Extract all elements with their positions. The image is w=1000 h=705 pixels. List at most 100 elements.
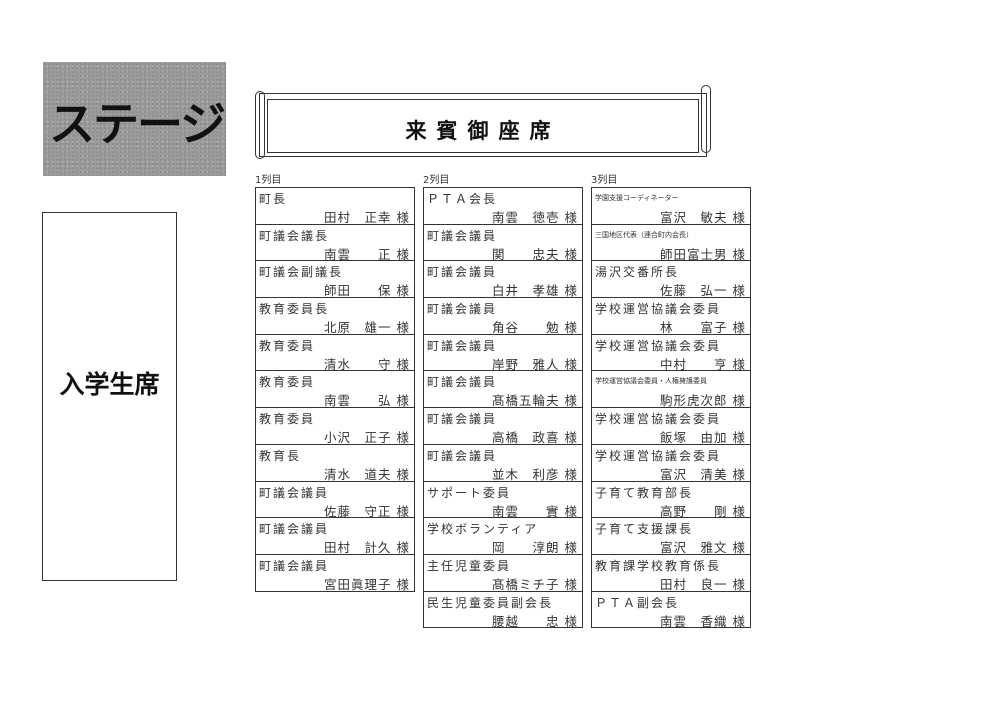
guest-seat-entry: 学校ボランティア岡 淳朗 様 bbox=[424, 518, 582, 555]
guest-name: 師田 保 様 bbox=[324, 283, 410, 299]
guest-role: 教育委員長 bbox=[259, 302, 330, 317]
guest-role: 町議会議員 bbox=[427, 448, 498, 463]
guest-seat-entry: 町議会議員宮田眞理子 様 bbox=[256, 555, 414, 592]
guest-name: 南雲 正 様 bbox=[324, 246, 410, 262]
guest-role: 町議会議員 bbox=[259, 485, 330, 500]
guest-role: 町長 bbox=[259, 192, 288, 206]
seat-list: 学園支援コーディネーター富沢 敏夫 様三国地区代表（連合町内会長）師田富士男 様… bbox=[591, 187, 751, 629]
guest-role: 町議会副議長 bbox=[259, 265, 344, 280]
guest-seat-entry: 教育長清水 道夫 様 bbox=[256, 445, 414, 482]
guest-name: 中村 亨 様 bbox=[660, 356, 746, 372]
guest-name: 岸野 雅人 様 bbox=[492, 356, 578, 372]
seat-column-1: 1列目 町長田村 正幸 様町議会議長南雲 正 様町議会副議長師田 保 様教育委員… bbox=[255, 174, 415, 592]
guest-seat-entry: 町議会議員高橋 政喜 様 bbox=[424, 408, 582, 445]
guest-seat-entry: 町議会議長南雲 正 様 bbox=[256, 225, 414, 262]
guest-seat-entry: 町議会議員岸野 雅人 様 bbox=[424, 335, 582, 372]
guest-name: 富沢 雅文 様 bbox=[660, 540, 746, 556]
seat-column-2: 2列目 ＰＴＡ会長南雲 徳壱 様町議会議員関 忠夫 様町議会議員白井 孝雄 様町… bbox=[423, 174, 583, 629]
guest-name: 高橋 政喜 様 bbox=[492, 430, 578, 446]
guest-role: 町議会議員 bbox=[259, 558, 330, 573]
guest-seat-entry: 学校運営協議会委員中村 亨 様 bbox=[592, 335, 750, 372]
guest-name: 岡 淳朗 様 bbox=[492, 540, 578, 556]
stage-label: ステージ bbox=[49, 97, 226, 151]
guest-name: 宮田眞理子 様 bbox=[324, 576, 410, 592]
guest-name: 清水 守 様 bbox=[324, 356, 410, 372]
guest-seat-entry: 町議会議員角谷 勉 様 bbox=[424, 298, 582, 335]
guest-seat-entry: 学校運営協議会委員飯塚 由加 様 bbox=[592, 408, 750, 445]
guest-name: 並木 利彦 様 bbox=[492, 466, 578, 482]
guest-seat-entry: 教育委員小沢 正子 様 bbox=[256, 408, 414, 445]
seat-column-3: 3列目 学園支援コーディネーター富沢 敏夫 様三国地区代表（連合町内会長）師田富… bbox=[591, 174, 751, 629]
guest-role: 学校運営協議会委員 bbox=[595, 338, 722, 353]
guest-name: 南雲 弘 様 bbox=[324, 393, 410, 409]
guest-role: 学校運営協議会委員 bbox=[595, 302, 722, 317]
guest-name: 佐藤 守正 様 bbox=[324, 503, 410, 519]
guest-role: 教育委員 bbox=[259, 375, 316, 390]
guest-role: 町議会議員 bbox=[427, 228, 498, 243]
guest-seat-entry: 町議会議員田村 計久 様 bbox=[256, 518, 414, 555]
guest-role: 学園支援コーディネーター bbox=[595, 194, 679, 202]
guest-seat-entry: 教育委員南雲 弘 様 bbox=[256, 371, 414, 408]
guest-seat-entry: 教育委員長北原 雄一 様 bbox=[256, 298, 414, 335]
guest-seat-entry: 町議会議員白井 孝雄 様 bbox=[424, 261, 582, 298]
guest-name: 佐藤 弘一 様 bbox=[660, 283, 746, 299]
guest-role: ＰＴＡ会長 bbox=[427, 192, 498, 206]
banner-inner-frame bbox=[267, 99, 699, 153]
guest-seat-entry: 教育委員清水 守 様 bbox=[256, 335, 414, 372]
guest-seat-entry: 町議会議員関 忠夫 様 bbox=[424, 225, 582, 262]
guest-name: 角谷 勉 様 bbox=[492, 320, 578, 336]
guest-role: 学校運営協議会委員 bbox=[595, 412, 722, 427]
guest-seat-entry: 湯沢交番所長佐藤 弘一 様 bbox=[592, 261, 750, 298]
guest-seat-entry: 学園支援コーディネーター富沢 敏夫 様 bbox=[592, 188, 750, 225]
guest-name: 富沢 清美 様 bbox=[660, 466, 746, 482]
guest-name: 林 富子 様 bbox=[660, 320, 746, 336]
banner-outer-frame bbox=[259, 93, 707, 157]
guest-name: 白井 孝雄 様 bbox=[492, 283, 578, 299]
guest-seat-entry: 学校運営協議会委員・人権擁護委員駒形虎次郎 様 bbox=[592, 371, 750, 408]
guest-name: 髙橋五輪夫 様 bbox=[492, 393, 578, 409]
guest-seat-entry: 町長田村 正幸 様 bbox=[256, 188, 414, 225]
guest-role: 教育委員 bbox=[259, 412, 316, 427]
page-title: 来賓御座席 bbox=[405, 119, 561, 143]
guest-role: 子育て支援課長 bbox=[595, 522, 694, 537]
guest-role: 町議会議員 bbox=[427, 412, 498, 427]
guest-role: 町議会議員 bbox=[259, 522, 330, 537]
guest-name: 富沢 敏夫 様 bbox=[660, 210, 746, 225]
guest-role: 町議会議長 bbox=[259, 228, 330, 243]
scroll-left-roll bbox=[255, 91, 265, 159]
column-label: 1列目 bbox=[255, 175, 282, 186]
guest-role: 主任児童委員 bbox=[427, 558, 512, 573]
guest-name: 飯塚 由加 様 bbox=[660, 430, 746, 446]
guest-role: 教育長 bbox=[259, 448, 302, 463]
guest-seat-entry: 町議会議員髙橋五輪夫 様 bbox=[424, 371, 582, 408]
guest-name: 田村 良一 様 bbox=[660, 576, 746, 592]
guest-role: 教育課学校教育係長 bbox=[595, 558, 722, 573]
student-seating-label: 入学生席 bbox=[59, 370, 160, 399]
stage-area: ステージ bbox=[43, 62, 226, 176]
guest-seat-entry: 学校運営協議会委員林 富子 様 bbox=[592, 298, 750, 335]
guest-role: 湯沢交番所長 bbox=[595, 265, 680, 280]
seat-list: 町長田村 正幸 様町議会議長南雲 正 様町議会副議長師田 保 様教育委員長北原 … bbox=[255, 187, 415, 592]
guest-name: 小沢 正子 様 bbox=[324, 430, 410, 446]
guest-role: サポート委員 bbox=[427, 485, 512, 500]
guest-name: 関 忠夫 様 bbox=[492, 246, 578, 262]
guest-seat-entry: 教育課学校教育係長田村 良一 様 bbox=[592, 555, 750, 592]
guest-name: 駒形虎次郎 様 bbox=[660, 393, 746, 409]
guest-seat-entry: 三国地区代表（連合町内会長）師田富士男 様 bbox=[592, 225, 750, 262]
guest-name: 南雲 實 様 bbox=[492, 503, 578, 519]
column-label: 3列目 bbox=[591, 175, 618, 186]
guest-role: 町議会議員 bbox=[427, 338, 498, 353]
guest-role: 町議会議員 bbox=[427, 375, 498, 390]
guest-name: 清水 道夫 様 bbox=[324, 466, 410, 482]
guest-role: 学校ボランティア bbox=[427, 522, 539, 537]
guest-role: ＰＴＡ副会長 bbox=[595, 595, 680, 610]
guest-seat-entry: 子育て教育部長高野 剛 様 bbox=[592, 482, 750, 519]
guest-seat-entry: 民生児童委員副会長腰越 忠 様 bbox=[424, 592, 582, 629]
guest-seat-entry: サポート委員南雲 實 様 bbox=[424, 482, 582, 519]
guest-role: 教育委員 bbox=[259, 338, 316, 353]
guest-name: 高野 剛 様 bbox=[660, 503, 746, 519]
guest-seat-entry: 主任児童委員髙橋ミチ子 様 bbox=[424, 555, 582, 592]
column-label: 2列目 bbox=[423, 175, 450, 186]
guest-seat-entry: 町議会副議長師田 保 様 bbox=[256, 261, 414, 298]
guest-name: 髙橋ミチ子 様 bbox=[492, 576, 578, 592]
